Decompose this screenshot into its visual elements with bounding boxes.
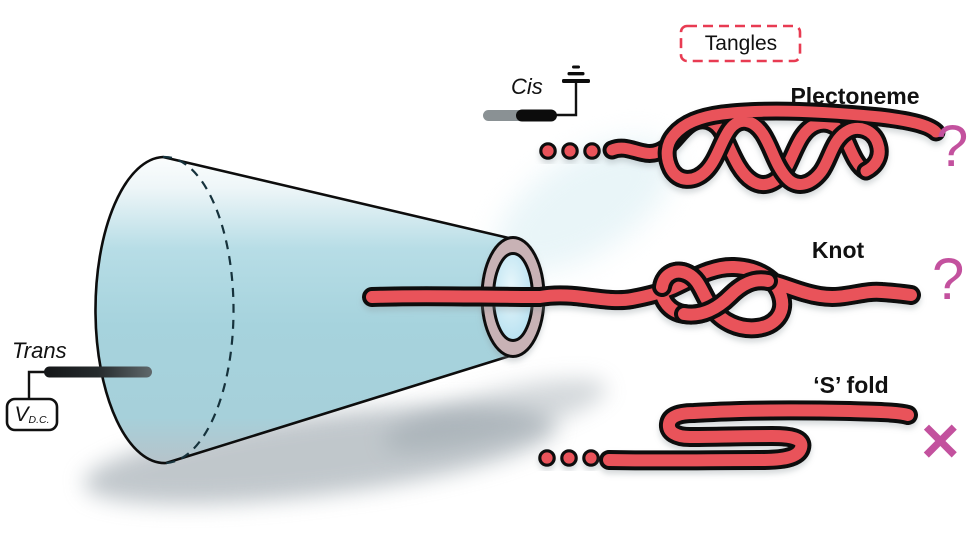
- voltage-source-box: [5, 397, 59, 432]
- ground-icon: [562, 65, 590, 83]
- question-mark-knot: ?: [932, 247, 965, 312]
- voltage-subscript: D.C.: [28, 413, 50, 426]
- dna-strand-knot: [362, 256, 921, 339]
- question-mark-plectoneme: ?: [936, 114, 969, 179]
- cis-electrode: [483, 65, 590, 122]
- trans-electrode: [27, 366, 152, 400]
- dna-strand-plectoneme: [602, 101, 946, 195]
- voltage-v: V: [14, 402, 29, 426]
- cis-label: Cis: [511, 74, 543, 99]
- cone-back-rim-dashed: [162, 155, 235, 465]
- trans-label: Trans: [12, 338, 67, 363]
- cross-icon-s-fold: ×: [921, 403, 960, 477]
- s-fold-label: ‘S’ fold: [813, 372, 889, 398]
- trans-wire: [27, 370, 50, 400]
- dna-strand-s-fold: [599, 400, 918, 471]
- cone-shadow: [83, 378, 607, 505]
- knot-label: Knot: [811, 237, 865, 263]
- ellipsis-dots-s-fold: [538, 449, 600, 467]
- solution-haze: [496, 138, 674, 272]
- cis-wire: [555, 83, 578, 117]
- tangles-callout-box: [679, 24, 802, 63]
- tangles-label: Tangles: [704, 32, 778, 55]
- ellipsis-dots-plectoneme: [539, 142, 601, 160]
- plectoneme-label: Plectoneme: [790, 83, 920, 109]
